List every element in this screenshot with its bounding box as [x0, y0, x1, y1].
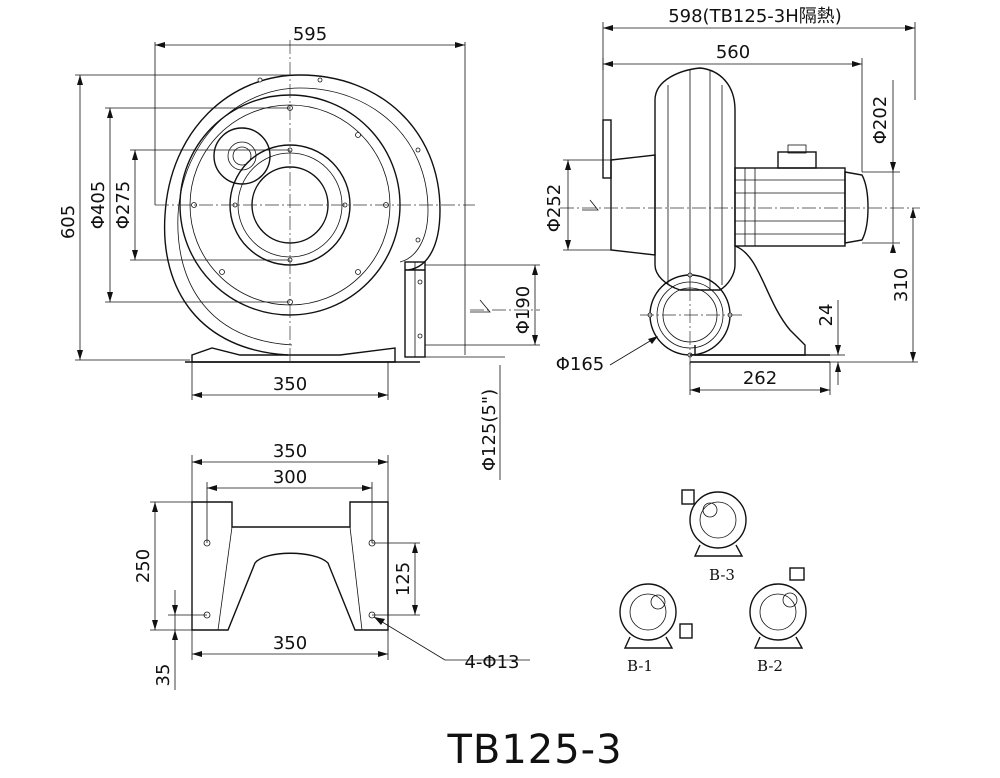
drawing-title: TB125-3 [446, 727, 622, 773]
side-shaft-height-label: 310 [891, 268, 912, 302]
base-width-outer-label: 350 [273, 441, 307, 462]
front-height-label: 605 [58, 205, 79, 239]
base-holes-label: 4-Φ13 [464, 652, 519, 673]
base-width-holes-label: 300 [273, 467, 307, 488]
front-view: 595 605 Φ405 Φ275 Φ190 [58, 24, 540, 480]
side-flange-dia-label: Φ252 [544, 184, 565, 233]
orientation-b3-label: B-3 [709, 566, 735, 584]
orientation-b2: B-2 [749, 567, 807, 675]
side-base-height-label: 24 [816, 304, 837, 327]
side-view: 598(TB125-3H隔熱) 560 Φ202 Φ252 310 [544, 6, 920, 395]
side-motor-dia-label: Φ202 [870, 96, 891, 145]
base-bottom-label: 350 [273, 633, 307, 654]
front-outlet-label: Φ190 [513, 286, 534, 335]
orientation-b1: B-1 [619, 583, 693, 675]
side-overall-label: 598(TB125-3H隔熱) [668, 6, 842, 27]
front-dia-outer-label: Φ405 [88, 181, 109, 230]
base-hole-spacing-label: 125 [393, 562, 414, 596]
base-mount-holes [203, 539, 376, 619]
base-view: 350 300 250 125 35 350 [133, 441, 530, 690]
front-width-label: 595 [293, 24, 327, 45]
orientation-b3: B-3 [681, 489, 747, 584]
front-base-label: 350 [273, 374, 307, 395]
front-outlet-nominal-label: Φ125(5") [479, 389, 500, 471]
orientation-b2-label: B-2 [757, 657, 783, 675]
base-offset-label: 35 [153, 664, 174, 687]
side-length-label: 560 [716, 42, 750, 63]
side-base-length-label: 262 [743, 368, 777, 389]
base-height-label: 250 [133, 549, 154, 583]
front-dia-inner-label: Φ275 [113, 181, 134, 230]
orientation-b1-label: B-1 [627, 657, 653, 675]
side-inlet-label: Φ165 [556, 354, 605, 375]
front-bolt-holes [191, 77, 421, 305]
